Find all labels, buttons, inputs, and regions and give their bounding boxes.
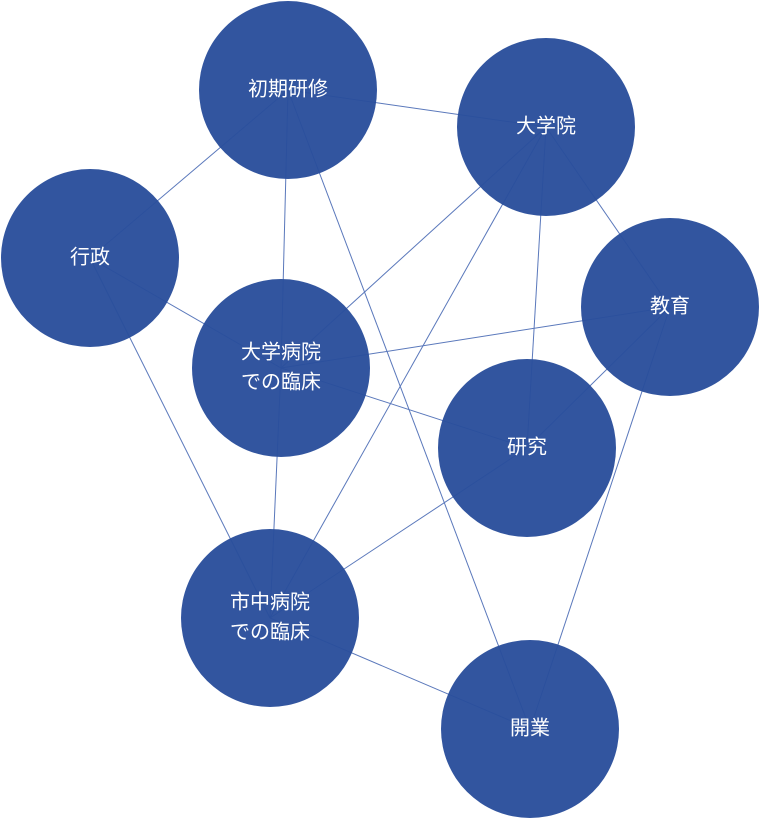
node-circle <box>441 640 619 818</box>
node-circle <box>181 529 359 707</box>
node-kyoiku: 教育 <box>581 218 759 396</box>
node-circle <box>192 279 370 457</box>
node-label: 大学病院 <box>241 340 321 364</box>
node-label: 大学院 <box>516 114 576 138</box>
node-kenkyu: 研究 <box>438 359 616 537</box>
node-gyosei: 行政 <box>1 169 179 347</box>
node-label: 初期研修 <box>248 77 328 101</box>
node-kaigyo: 開業 <box>441 640 619 818</box>
node-label: 研究 <box>507 435 547 459</box>
node-label: 開業 <box>510 716 550 740</box>
node-label: 市中病院 <box>230 590 310 614</box>
node-circle <box>581 218 759 396</box>
edge-daigakuin-shichu <box>269 126 547 619</box>
node-label: 行政 <box>70 245 110 269</box>
node-circle <box>438 359 616 537</box>
node-label: 教育 <box>650 294 690 318</box>
node-circle <box>1 169 179 347</box>
node-circle <box>457 38 635 216</box>
node-shoki: 初期研修 <box>199 1 377 179</box>
node-daigakuin: 大学院 <box>457 38 635 216</box>
node-label: での臨床 <box>241 370 321 394</box>
node-circle <box>199 1 377 179</box>
node-label: での臨床 <box>230 620 310 644</box>
